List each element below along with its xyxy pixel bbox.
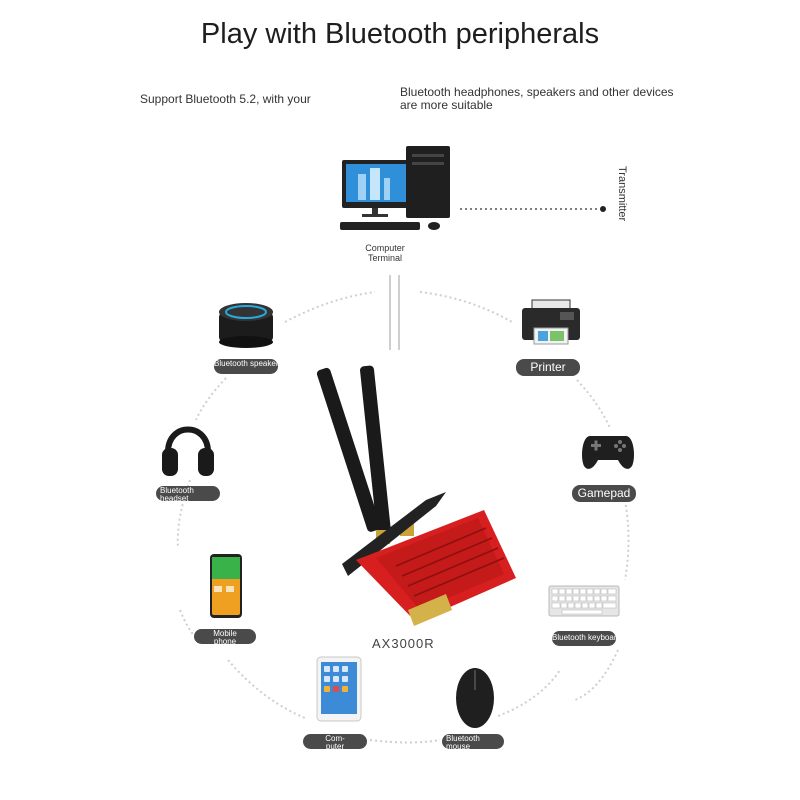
headset-icon xyxy=(162,426,214,476)
bluetooth-keyboard-label: Bluetooth keyboard xyxy=(552,631,616,646)
mouse-icon xyxy=(456,668,494,728)
card-model-label: AX3000R xyxy=(372,636,435,651)
printer-label: Printer xyxy=(516,359,580,376)
transmitter-label: Transmitter xyxy=(616,166,628,222)
bluetooth-headset-label: Bluetooth headset xyxy=(156,486,220,501)
computer-terminal-label: Computer Terminal xyxy=(365,243,405,263)
computer-terminal-icon xyxy=(340,146,450,230)
intro-left-text: Support Bluetooth 5.2, with your xyxy=(140,92,311,106)
mobile-phone-icon xyxy=(210,554,242,618)
computer-label: Com- puter xyxy=(303,734,367,749)
speaker-icon xyxy=(219,303,273,348)
bluetooth-speaker-label: Bluetooth speaker xyxy=(214,359,278,374)
page-title: Play with Bluetooth peripherals xyxy=(200,18,600,50)
mobile-phone-label: Mobile phone xyxy=(194,629,256,644)
gamepad-icon xyxy=(582,436,634,469)
bluetooth-mouse-label: Bluetooth mouse xyxy=(442,734,504,749)
intro-right-text: Bluetooth headphones, speakers and other… xyxy=(400,85,674,112)
printer-icon xyxy=(522,299,580,345)
wifi-card-icon xyxy=(316,365,516,626)
gamepad-label: Gamepad xyxy=(572,485,636,502)
tablet-icon xyxy=(316,656,362,722)
keyboard-icon xyxy=(548,585,620,617)
